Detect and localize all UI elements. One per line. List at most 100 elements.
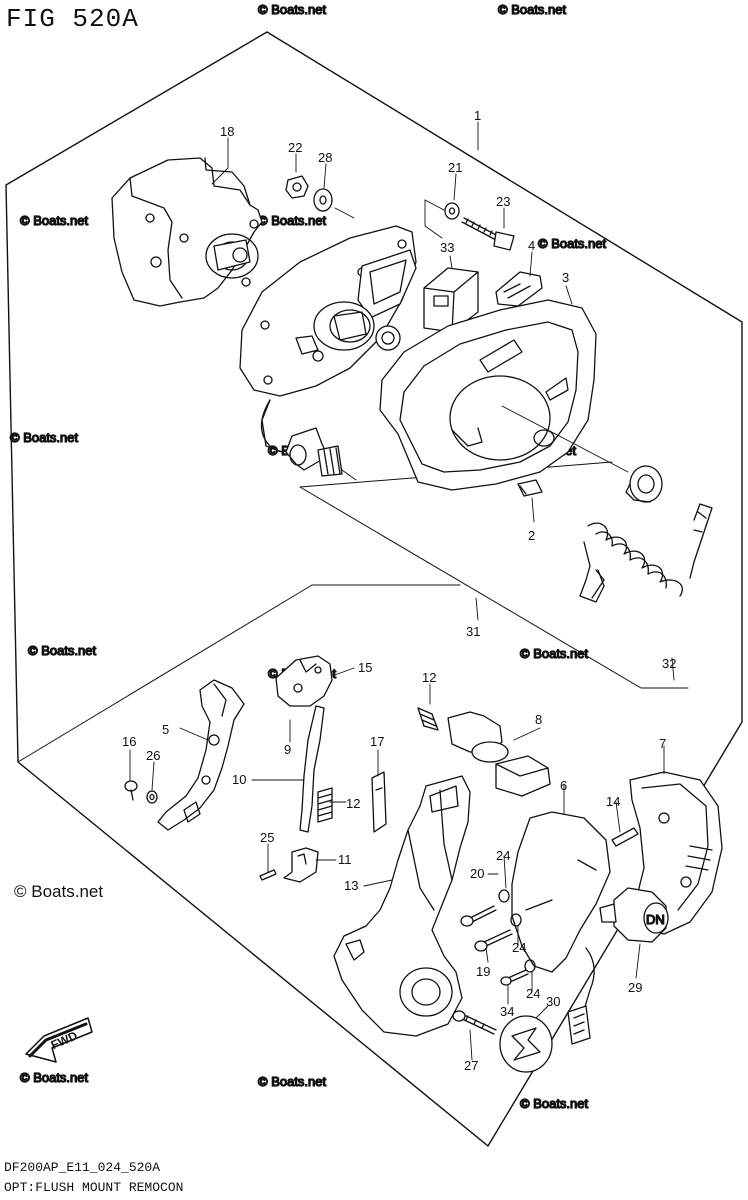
callout-33: 33 — [440, 240, 454, 255]
part-28-washer — [313, 188, 333, 212]
watermark-text: © Boats.net — [538, 236, 607, 251]
figure-label: FIG 520A — [6, 4, 139, 34]
part-4-label — [495, 271, 543, 307]
watermark-text: © Boats.net — [258, 2, 327, 17]
part-13-lever-body — [333, 775, 471, 1037]
callout-32: 32 — [662, 656, 676, 671]
part-10-rod — [299, 705, 325, 833]
callout-1: 1 — [474, 108, 481, 123]
callout-leaders — [129, 121, 675, 1061]
watermark-text: © Boats.net — [520, 1096, 589, 1111]
callout-numbers: 1 2 3 4 5 6 7 8 9 10 11 12 12 13 14 15 1… — [122, 108, 676, 1073]
callout-12-lower: 12 — [346, 796, 360, 811]
part-34-screw — [500, 969, 529, 986]
part-1-mounting-plate — [239, 225, 417, 453]
callout-23: 23 — [496, 194, 510, 209]
callout-18: 18 — [220, 124, 234, 139]
leader-line — [341, 469, 357, 481]
part-33-block — [423, 267, 479, 333]
callout-24-top: 24 — [496, 848, 510, 863]
part-3-cover — [379, 299, 597, 491]
callout-4: 4 — [528, 238, 535, 253]
part-18-throttle-base — [111, 157, 263, 307]
part-12-spring-upper — [417, 707, 439, 731]
wire-harness — [567, 947, 595, 1045]
part-21-washer — [444, 202, 460, 220]
fwd-arrow — [25, 1017, 93, 1063]
callout-28: 28 — [318, 150, 332, 165]
grommet — [625, 465, 663, 503]
part-24-washer — [498, 889, 536, 973]
part-29-knob — [599, 887, 669, 943]
callout-26: 26 — [146, 748, 160, 763]
part-31-cable — [260, 399, 343, 477]
watermark-text: © Boats.net — [28, 643, 97, 658]
callout-17: 17 — [370, 734, 384, 749]
leader-line — [334, 207, 355, 219]
callout-3: 3 — [562, 270, 569, 285]
part-27-screw — [452, 1010, 497, 1035]
callout-29: 29 — [628, 980, 642, 995]
callout-19: 19 — [476, 964, 490, 979]
part-8-switch — [447, 711, 551, 797]
callout-22: 22 — [288, 140, 302, 155]
part-19-screw — [474, 929, 513, 952]
part-6-lever-arm — [511, 811, 611, 973]
brand-watermark: © Boats.net — [14, 882, 103, 902]
watermark-text: © Boats.net — [10, 430, 79, 445]
callout-31: 31 — [466, 624, 480, 639]
part-11-bracket — [283, 847, 319, 883]
sub-assembly-line — [17, 584, 313, 763]
watermark-text: © Boats.net — [20, 1070, 89, 1085]
part-16-bolt — [124, 780, 138, 801]
callout-25: 25 — [260, 830, 274, 845]
callout-12-upper: 12 — [422, 670, 436, 685]
callout-21: 21 — [448, 160, 462, 175]
part-20-screw — [460, 905, 497, 927]
callout-7: 7 — [659, 736, 666, 751]
part-17-plate — [371, 771, 387, 833]
watermark-text: © Boats.net — [520, 646, 589, 661]
leader-line — [424, 199, 443, 239]
callout-24-bottom: 24 — [526, 986, 540, 1001]
part-32-lanyard — [579, 503, 713, 603]
callout-2: 2 — [528, 528, 535, 543]
watermark-text: © Boats.net — [20, 213, 89, 228]
callout-34: 34 — [500, 1004, 514, 1019]
callout-14: 14 — [606, 794, 620, 809]
callout-9: 9 — [284, 742, 291, 757]
diagram-title: OPT:FLUSH MOUNT REMOCON — [4, 1180, 184, 1195]
knob-label: DN — [646, 912, 665, 927]
brand-name: Boats.net — [31, 882, 104, 901]
watermark-text: © Boats.net — [498, 2, 567, 17]
part-2-clip — [517, 479, 543, 497]
watermark-text: © Boats.net — [258, 1074, 327, 1089]
callout-10: 10 — [232, 772, 246, 787]
callout-15: 15 — [358, 660, 372, 675]
callout-20: 20 — [470, 866, 484, 881]
sub-assembly-line — [299, 486, 689, 689]
part-12-spring-lower — [317, 787, 333, 823]
part-15-cam-plate — [275, 655, 333, 707]
callout-24-middle: 24 — [512, 940, 526, 955]
callout-30: 30 — [546, 994, 560, 1009]
callout-11: 11 — [338, 852, 352, 867]
leader-line — [424, 199, 445, 211]
callout-5: 5 — [162, 722, 169, 737]
part-30-emblem-cap — [499, 1015, 553, 1073]
part-22-nut — [285, 175, 309, 199]
part-26-washer — [146, 790, 158, 804]
copyright-mark: © — [14, 882, 27, 901]
diagram-code: DF200AP_E11_024_520A — [4, 1160, 161, 1175]
callout-27: 27 — [464, 1058, 478, 1073]
part-23-screw — [461, 217, 515, 251]
part-14-pin — [611, 827, 639, 847]
callout-13: 13 — [344, 878, 358, 893]
callout-8: 8 — [535, 712, 542, 727]
callout-16: 16 — [122, 734, 136, 749]
watermark-text: © Boats.net — [258, 213, 327, 228]
part-5-lever-bracket — [157, 679, 245, 831]
leader-line — [501, 405, 629, 473]
callout-6: 6 — [560, 778, 567, 793]
